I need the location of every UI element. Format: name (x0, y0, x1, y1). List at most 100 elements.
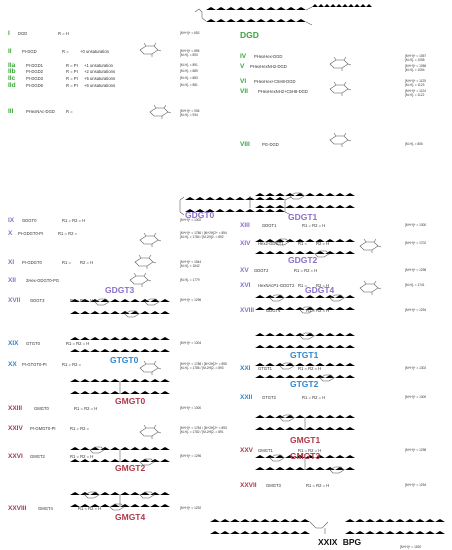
mass-value: [M-H]- = 1741 (405, 283, 425, 287)
mass-value: [M+H]+ = 1125 (405, 79, 426, 83)
roman-numeral: XX (8, 361, 17, 368)
substituent-r: R1 = (298, 241, 308, 246)
compound-name: GMGT1 (258, 448, 274, 453)
header-gdgt4: GDGT4 (305, 285, 335, 295)
substituent-r: R1 = R2 = H (302, 395, 325, 400)
gmgt0-structure (70, 376, 170, 394)
substituent-r: R1 = R2 = H (306, 308, 329, 313)
header-gdgt0: GDGT0 (185, 210, 215, 220)
substituent-r: R = PI (66, 63, 78, 68)
substituent-r: R1 = R2 = H (294, 268, 317, 273)
roman-numeral: IIb (8, 68, 16, 75)
roman-numeral: IV (240, 53, 247, 60)
entry-viii: VIII PG-DGD [M-H]- = 806 (240, 141, 423, 148)
compound-name: GTGT0 (26, 341, 41, 346)
compound-name: PI-DGD (22, 49, 37, 54)
compound-name: GDGT4 (266, 308, 281, 313)
mass-value: [M+H]+ = 1057 (405, 54, 426, 58)
compound-name: Hex2-GDGT1 (258, 241, 284, 246)
mass-value: [M+H]+ = 1292 (180, 506, 201, 510)
dgd-headgroup-sketch (329, 56, 352, 72)
compound-name: PI-DGD6 (26, 83, 44, 88)
compound-name: PHexNAc-DGD (26, 109, 55, 114)
mass-value: [M-H]- = 1122 (405, 93, 425, 97)
bpg-structure (210, 516, 445, 534)
headgroup-xvi (359, 280, 382, 296)
bpg-label: XXIX BPG (318, 537, 362, 547)
compound-name: PHexHex-DGD (254, 54, 282, 59)
mass-value: [M-H]- = 1542 (180, 264, 200, 268)
dgd-headgroup-sketch (329, 132, 352, 148)
mass-value: [M+H]+ = 1296 (180, 298, 201, 302)
header-gmgt0: GMGT0 (115, 396, 145, 406)
substituent-r: R1 = (298, 283, 308, 288)
roman-numeral: I (8, 30, 10, 37)
substituent-r: R1 = R2 = H (302, 223, 325, 228)
mass-value: [M+H]+ = 1302 (405, 366, 426, 370)
mass-value: [M+H]+ = 1296 (180, 454, 201, 458)
compound-name: GMGT0 (34, 406, 50, 411)
substituent-r: R = (66, 109, 73, 114)
mass-value: [M+H]+ = 1056 (405, 64, 426, 68)
compound-name: HexNAcP1-GDGT2 (258, 283, 295, 288)
compound-name: 2Hex-GDGT0-PG (26, 278, 59, 283)
compound-name: PG-DGD (262, 142, 279, 147)
roman-numeral: IIc (8, 75, 16, 82)
header-gdgt2: GDGT2 (288, 255, 318, 265)
roman-numeral: XIX (8, 340, 19, 347)
dgd-headgroup-sketch (329, 81, 352, 97)
mass-value: [M-H]- = 891 (180, 63, 198, 67)
mass-value: [M+H]+ = 1702 (405, 241, 426, 245)
roman-numeral: XXV (240, 447, 254, 454)
mass-value: [M+H]+ = 1294 (405, 308, 426, 312)
substituent-r: R = H (58, 31, 69, 36)
roman-numeral: XIII (240, 222, 250, 229)
roman-numeral: VII (240, 88, 248, 95)
substituent-r: R1 = R2 = H (74, 406, 97, 411)
roman-numeral: XXVII (240, 482, 257, 489)
roman-numeral: XVII (8, 297, 20, 304)
compound-name: PI-GDGT0-PI (18, 231, 43, 236)
roman-numeral: II (8, 48, 12, 55)
roman-numeral: VIII (240, 141, 250, 148)
headgroup-xiv (359, 238, 382, 254)
roman-numeral: VI (240, 78, 246, 85)
roman-numeral: XXII (240, 394, 252, 401)
mass-value: [M-H]- = 806 (405, 142, 423, 146)
substituent-extra: +0 unsaturation (80, 49, 110, 54)
roman-numeral: XXI (240, 365, 251, 372)
compound-name: PI-GMGT0-PI (30, 426, 56, 431)
headgroup-xxiv (139, 424, 162, 440)
mass-value: [M+H]+ = 895 (180, 49, 200, 53)
header-gdgt1: GDGT1 (288, 212, 318, 222)
mass-value: [M-H]- = 893 (180, 53, 198, 57)
roman-numeral: XVI (240, 282, 251, 289)
mass-value: [M-H]- = 1784 / [M-2H]2- = 892 (180, 235, 224, 239)
mass-value: [M+H]+ = 1300 (405, 395, 426, 399)
roman-numeral: IX (8, 217, 15, 224)
compound-name: GMGT2 (30, 454, 46, 459)
mass-value: [M-H]- = 1786 / [M-2H]2- = 893 (180, 366, 224, 370)
compound-name: GTGT2 (262, 395, 277, 400)
substituent-r: R1 = (62, 260, 72, 265)
compound-name: GDGT3 (30, 298, 45, 303)
substituent-extra: R2 = H (316, 283, 329, 288)
substituent-r: R1 = R2 = H (70, 298, 93, 303)
header-gtgt1: GTGT1 (290, 350, 319, 360)
substituent-r: R = PI (66, 76, 78, 81)
compound-name: PI-GDGT0 (22, 260, 42, 265)
roman-numeral: XXVIII (8, 505, 27, 512)
header-gmgt4: GMGT4 (115, 512, 145, 522)
bpg-roman-numeral: XXIX (318, 537, 338, 547)
